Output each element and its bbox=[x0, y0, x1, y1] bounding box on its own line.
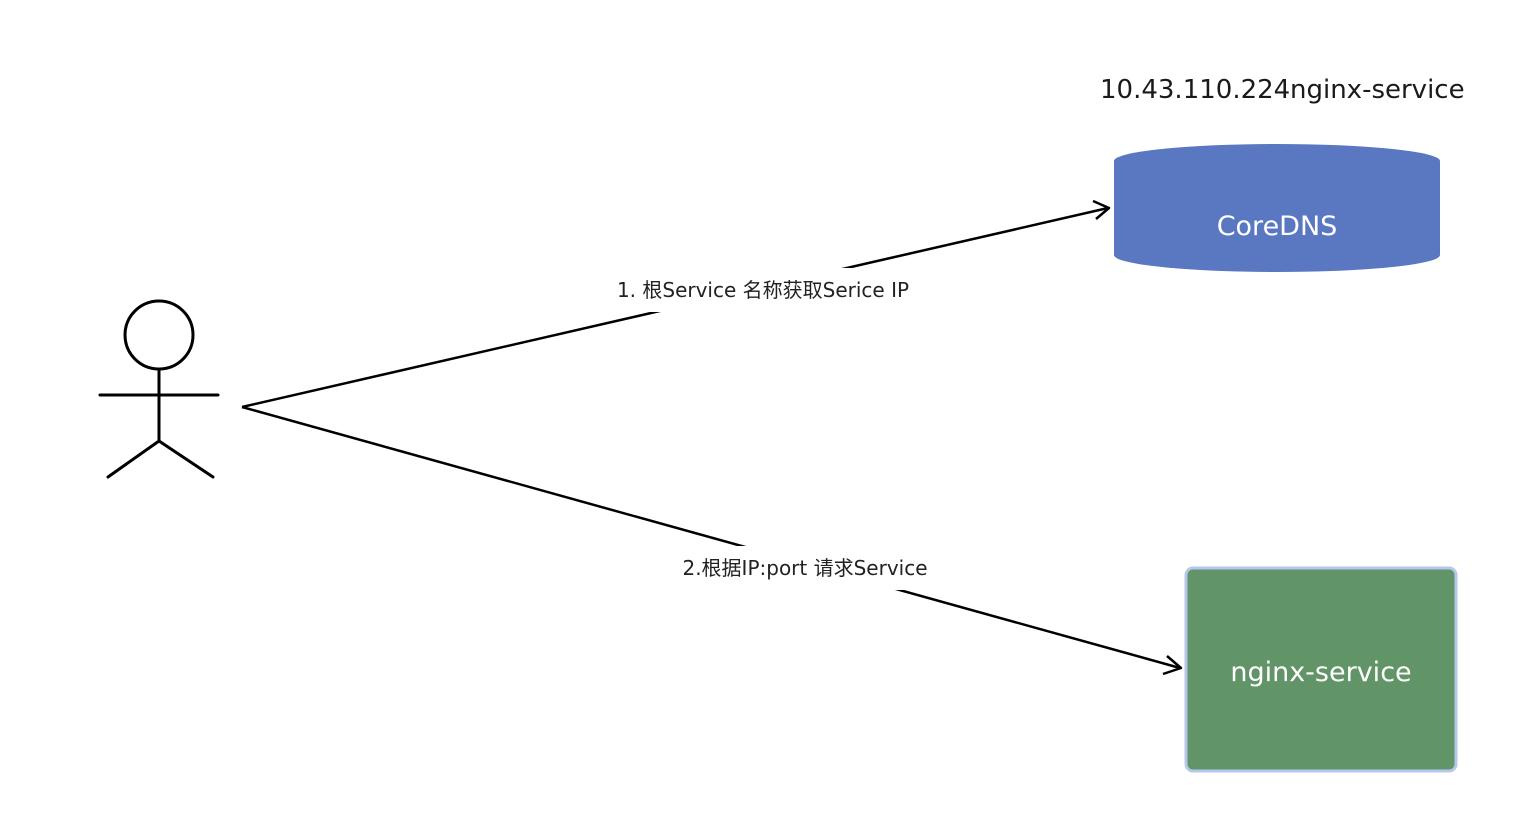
cylinder-top bbox=[1114, 144, 1440, 178]
nginx-service-node[interactable]: nginx-service bbox=[1184, 566, 1458, 773]
edge-line-step2 bbox=[241, 405, 1181, 670]
actor-right-leg bbox=[157, 439, 215, 479]
stick-figure-icon bbox=[98, 299, 220, 479]
edge-to-coredns: 1. 根Service 名称获取Serice IP bbox=[241, 199, 1111, 409]
edge-label-step2: 2.根据IP:port 请求Service bbox=[682, 556, 927, 580]
service-name-text: nginx-service bbox=[1290, 75, 1465, 105]
edge-label-step1: 1. 根Service 名称获取Serice IP bbox=[617, 278, 909, 302]
service-annotation: 10.43.110.224 nginx-service bbox=[1100, 75, 1465, 105]
service-ip-text: 10.43.110.224 bbox=[1100, 75, 1290, 105]
actor-head bbox=[123, 299, 195, 371]
arrowhead-icon bbox=[1092, 199, 1111, 220]
edge-label-background bbox=[678, 546, 932, 590]
nginx-service-label: nginx-service bbox=[1230, 657, 1411, 688]
edge-label-background bbox=[616, 268, 910, 312]
arrowhead-icon bbox=[1162, 655, 1183, 676]
service-box bbox=[1184, 566, 1458, 773]
database-cylinder-icon bbox=[1114, 161, 1440, 272]
coredns-label: CoreDNS bbox=[1217, 211, 1338, 242]
actor-left-leg bbox=[106, 439, 161, 479]
edge-to-nginx-service: 2.根据IP:port 请求Service bbox=[241, 405, 1183, 676]
coredns-node[interactable]: CoreDNS bbox=[1114, 144, 1440, 272]
